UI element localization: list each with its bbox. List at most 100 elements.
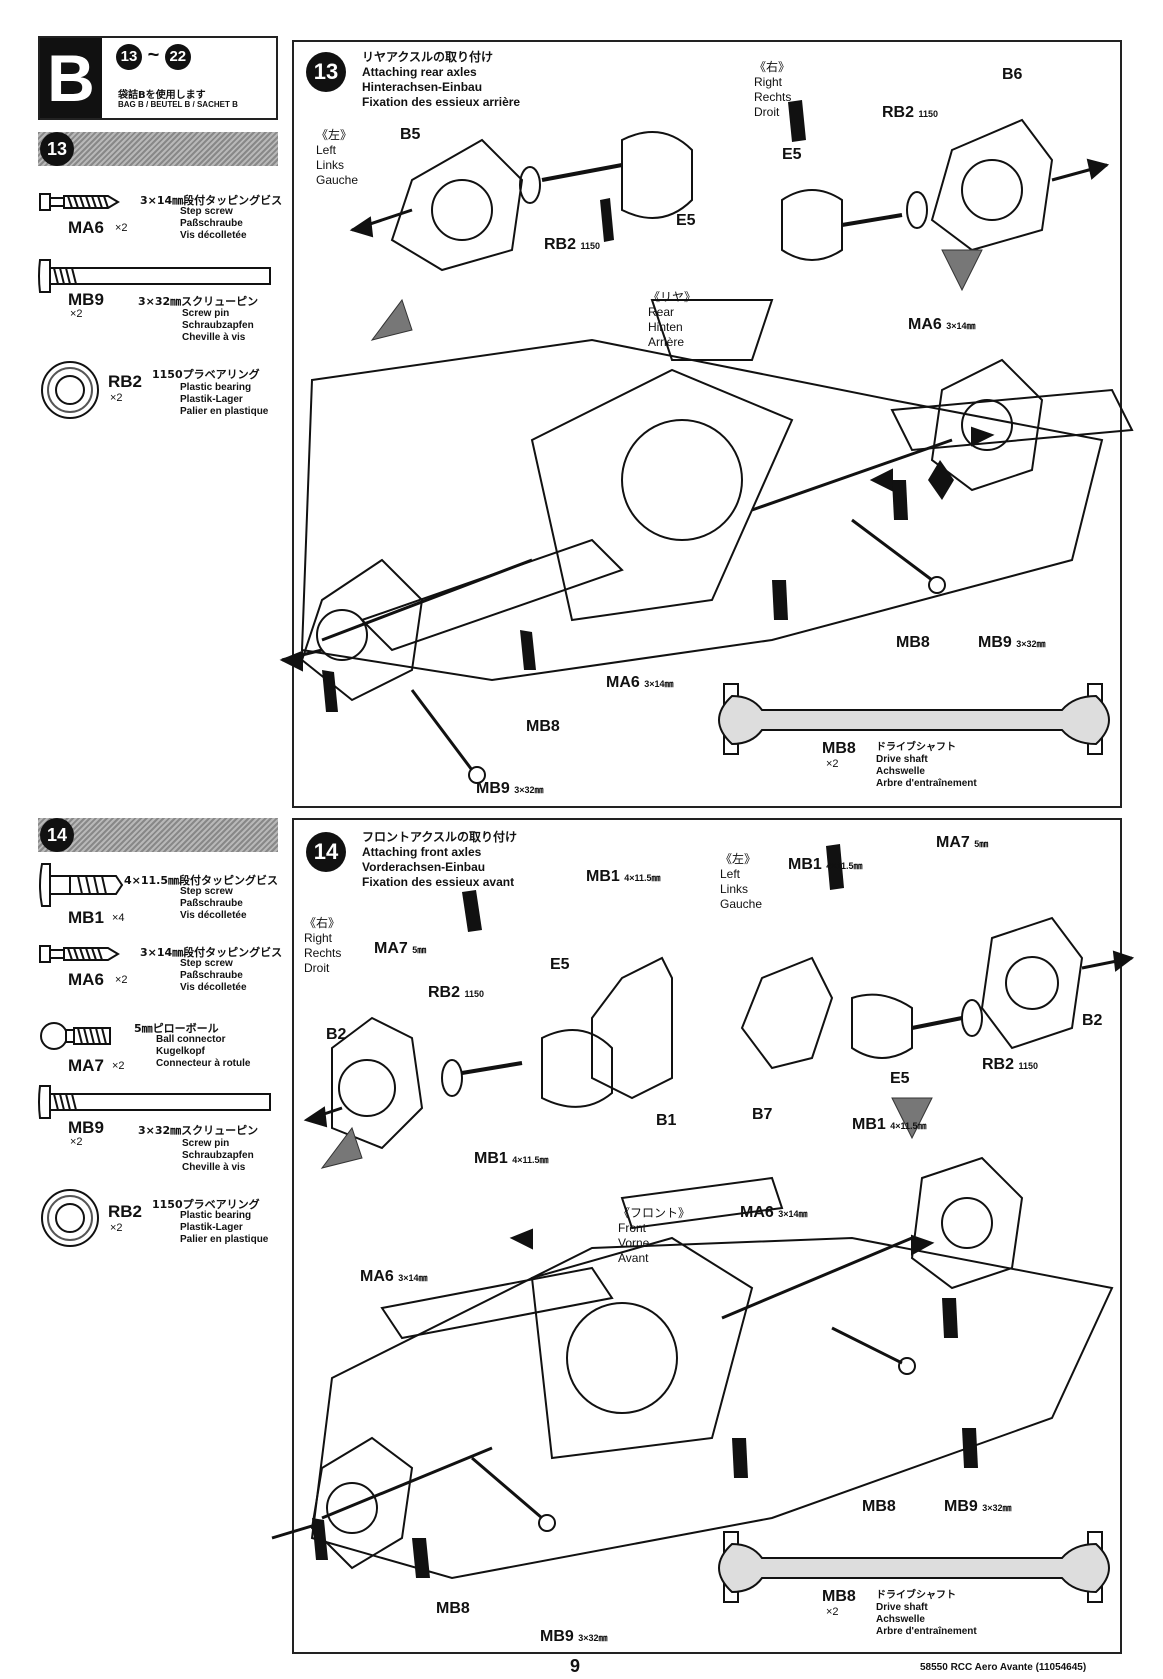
range-start: 13: [116, 44, 142, 70]
ma6-14-right-label: MA6 3×14㎜: [740, 1204, 808, 1221]
step14-front-label: 《フロント》 Front Vorne Avant: [618, 1206, 691, 1265]
rb2-code: RB2: [108, 372, 143, 391]
rb2-14-names: Plastic bearing Plastik-Lager Palier en …: [180, 1210, 269, 1245]
step14-driveshaft-qty: ×2: [826, 1606, 839, 1618]
driveshaft-icon: [718, 1531, 1110, 1603]
mb8-left-label: MB8: [526, 718, 560, 735]
step14-right-label: 《右》 Right Rechts Droit: [304, 916, 342, 975]
step14-title: フロントアクスルの取り付け Attaching front axles Vord…: [362, 830, 518, 889]
mb9-14-right-label: MB9 3×32㎜: [944, 1498, 1012, 1515]
mb1-bottom-right-label: MB1 4×11.5㎜: [852, 1116, 927, 1133]
e5-14-right-label: E5: [890, 1070, 910, 1087]
ma7-qty: ×2: [112, 1060, 125, 1072]
mb9-left-label: MB9 3×32㎜: [476, 780, 544, 797]
e5-14-left-label: E5: [550, 956, 570, 973]
ma6-size-jp: 3×14㎜段付タッピングビス: [140, 194, 283, 207]
bag-step-range: 13 ~ 22: [116, 44, 191, 70]
step13-driveshaft-qty: ×2: [826, 758, 839, 770]
plastic-bearing-icon: [41, 1189, 99, 1247]
rb2-14-code: RB2: [108, 1202, 143, 1221]
e5-right-label: E5: [782, 146, 802, 163]
step13-bar: [38, 132, 278, 166]
b7-label: B7: [752, 1106, 773, 1123]
plastic-bearing-icon: [41, 361, 99, 419]
ma6-bottom-label: MA6 3×14㎜: [606, 674, 674, 691]
ma6-top-label: MA6 3×14㎜: [908, 316, 976, 333]
ball-connector-icon: [40, 1022, 111, 1050]
range-end: 22: [164, 44, 191, 70]
step-screw-icon: [39, 863, 124, 907]
rb2-names: Plastic bearing Plastik-Lager Palier en …: [180, 382, 269, 417]
step-screw-icon: [39, 193, 120, 211]
ma6-14-names: Step screw Paßschraube Vis décolletée: [180, 958, 247, 993]
rb2-right-label: RB2 1150: [882, 104, 938, 121]
step14-number: 14: [306, 832, 346, 872]
step13-number: 13: [306, 52, 346, 92]
ma7-size-jp: 5㎜ピローボール: [134, 1022, 219, 1035]
mb1-size-jp: 4×11.5㎜段付タッピングビス: [124, 874, 279, 887]
ma6-14-code: MA6: [68, 970, 104, 989]
ma7-left-label: MA7 5㎜: [374, 940, 427, 957]
step13-right-label: 《右》 Right Rechts Droit: [754, 60, 792, 119]
ma6-names: Step screw Paßschraube Vis décolletée: [180, 206, 247, 241]
mb1-top-right-label: MB1 4×11.5㎜: [788, 856, 863, 873]
mb9-14-code: MB9: [68, 1118, 104, 1137]
mb8-right-label: MB8: [896, 634, 930, 651]
b6-label: B6: [1002, 66, 1023, 83]
step-screw-icon: [39, 945, 120, 963]
rb2-size-jp: 1150プラベアリング: [152, 368, 260, 381]
b1-label: B1: [656, 1112, 677, 1129]
driveshaft-icon: [718, 683, 1110, 755]
step13-title: リヤアクスルの取り付け Attaching rear axles Hintera…: [362, 50, 521, 109]
rb2-14-qty: ×2: [110, 1222, 123, 1234]
mb9-14-qty: ×2: [70, 1136, 83, 1148]
rb2-14-left-label: RB2 1150: [428, 984, 484, 1001]
step14-sidebar-number: 14: [40, 818, 74, 852]
range-sep: ~: [147, 44, 160, 66]
step13-assembly-drawing: [279, 100, 1134, 784]
rb2-left-label: RB2 1150: [544, 236, 600, 253]
screw-pin-icon: [38, 259, 271, 293]
step13-left-label: 《左》 Left Links Gauche: [316, 128, 359, 187]
b5-label: B5: [400, 126, 421, 143]
ma6-qty: ×2: [115, 222, 128, 234]
step14-panel: [292, 818, 1122, 1654]
mb9-14-size-jp: 3×32㎜スクリューピン: [138, 1124, 259, 1137]
mb8-14-left-label: MB8: [436, 1600, 470, 1617]
step13-panel: [292, 40, 1122, 808]
e5-left-label: E5: [676, 212, 696, 229]
page-number: 9: [570, 1656, 581, 1676]
b2-right-label: B2: [1082, 1012, 1103, 1029]
mb1-names: Step screw Paßschraube Vis décolletée: [180, 886, 247, 921]
mb1-bottom-left-label: MB1 4×11.5㎜: [474, 1150, 549, 1167]
mb9-names: Screw pin Schraubzapfen Cheville à vis: [182, 308, 254, 343]
mb9-right-label: MB9 3×32㎜: [978, 634, 1046, 651]
step13-driveshaft-names: ドライブシャフト Drive shaft Achswelle Arbre d'e…: [876, 742, 977, 789]
ma6-14-left-label: MA6 3×14㎜: [360, 1268, 428, 1285]
mb1-code: MB1: [68, 908, 104, 927]
ma7-names: Ball connector Kugelkopf Connecteur à ro…: [156, 1034, 251, 1069]
mb9-14-names: Screw pin Schraubzapfen Cheville à vis: [182, 1138, 254, 1173]
doc-id: 58550 RCC Aero Avante (11054645): [920, 1662, 1087, 1673]
ma6-code: MA6: [68, 218, 104, 237]
step13-sidebar-number: 13: [40, 132, 74, 166]
screw-pin-icon: [38, 1085, 271, 1119]
step14-driveshaft-code: MB8: [822, 1588, 856, 1605]
step14-driveshaft-names: ドライブシャフト Drive shaft Achswelle Arbre d'e…: [876, 1590, 977, 1637]
step13-driveshaft-code: MB8: [822, 740, 856, 757]
ma6-14-size-jp: 3×14㎜段付タッピングビス: [140, 946, 283, 959]
b2-left-label: B2: [326, 1026, 347, 1043]
ma7-code: MA7: [68, 1056, 104, 1075]
mb9-14-left-label: MB9 3×32㎜: [540, 1628, 608, 1645]
mb9-size-jp: 3×32㎜スクリューピン: [138, 295, 259, 308]
bag-letter: B: [40, 38, 102, 118]
mb8-14-right-label: MB8: [862, 1498, 896, 1515]
mb1-top-left-label: MB1 4×11.5㎜: [586, 868, 661, 885]
step14-assembly-drawing: [271, 844, 1135, 1580]
rb2-14-right-label: RB2 1150: [982, 1056, 1038, 1073]
ma7-right-label: MA7 5㎜: [936, 834, 989, 851]
mb1-qty: ×4: [112, 912, 125, 924]
ma6-14-qty: ×2: [115, 974, 128, 986]
step14-bar: [38, 818, 278, 852]
mb9-qty: ×2: [70, 308, 83, 320]
